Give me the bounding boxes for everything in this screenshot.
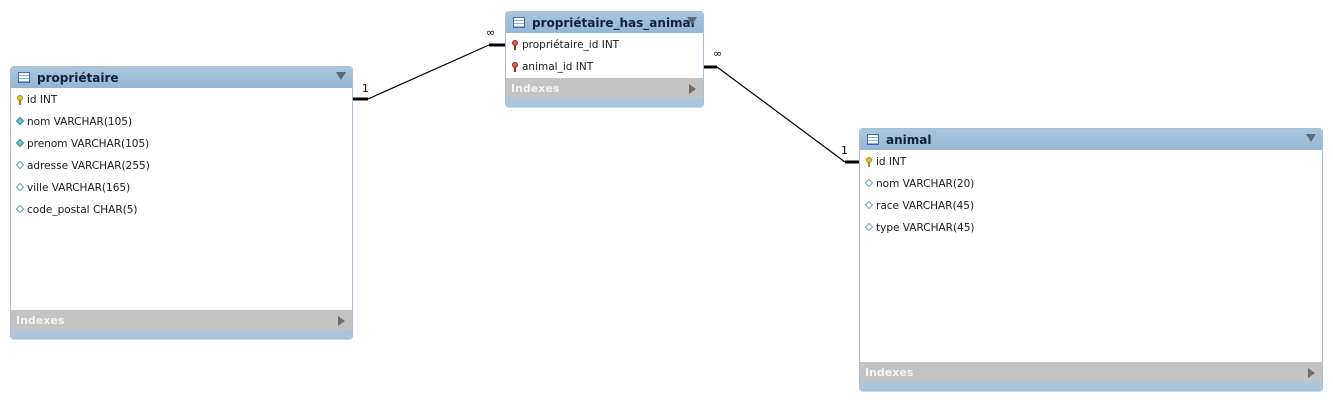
column-list: propriétaire_id INT animal_id INT [506,34,703,78]
table-animal[interactable]: animal id INT nom VARCHAR(20) race VARCH… [859,128,1323,391]
foreign-key-icon [510,61,520,73]
column-diamond-empty-icon [15,160,25,172]
column-diamond-filled-icon [15,138,25,150]
expand-arrow-icon[interactable] [1308,368,1315,378]
column-row[interactable]: propriétaire_id INT [506,34,703,56]
expand-arrow-icon[interactable] [689,84,696,94]
primary-key-icon [15,94,25,106]
expand-arrow-icon[interactable] [338,316,345,326]
column-list: id INT nom VARCHAR(20) race VARCHAR(45) … [860,151,1322,239]
column-diamond-empty-icon [864,200,874,212]
column-label: prenom VARCHAR(105) [27,138,150,150]
foreign-key-icon [510,39,520,51]
cardinality-one-proprietaire: 1 [362,82,369,95]
column-label: race VARCHAR(45) [876,200,975,212]
column-row[interactable]: nom VARCHAR(20) [860,173,1322,195]
table-footer [506,98,703,106]
table-title: propriétaire [37,70,119,85]
table-proprietaire[interactable]: propriétaire id INT nom VARCHAR(105) pre… [10,66,353,339]
column-label: id INT [27,94,58,106]
indexes-label: Indexes [511,82,560,95]
column-row[interactable]: id INT [860,151,1322,173]
column-row[interactable]: type VARCHAR(45) [860,217,1322,239]
table-header[interactable]: animal [860,129,1322,150]
collapse-arrow-icon[interactable] [336,72,346,80]
column-row[interactable]: race VARCHAR(45) [860,195,1322,217]
column-label: nom VARCHAR(20) [876,178,975,190]
column-diamond-empty-icon [15,204,25,216]
column-row[interactable]: nom VARCHAR(105) [11,111,352,133]
column-diamond-empty-icon [864,178,874,190]
column-label: ville VARCHAR(165) [27,182,131,194]
column-label: code_postal CHAR(5) [27,204,138,216]
collapse-arrow-icon[interactable] [687,17,697,25]
column-label: propriétaire_id INT [522,39,620,51]
primary-key-icon [864,156,874,168]
column-label: nom VARCHAR(105) [27,116,133,128]
table-proprietaire-has-animal[interactable]: propriétaire_has_animal propriétaire_id … [505,11,704,107]
table-title: animal [886,132,932,147]
table-footer [11,330,352,338]
indexes-label: Indexes [16,314,65,327]
indexes-bar[interactable]: Indexes [860,362,1322,383]
column-diamond-empty-icon [864,222,874,234]
table-header[interactable]: propriétaire [11,67,352,88]
column-label: animal_id INT [522,61,594,73]
indexes-bar[interactable]: Indexes [11,310,352,331]
column-label: adresse VARCHAR(255) [27,160,150,172]
collapse-arrow-icon[interactable] [1306,134,1316,142]
column-list: id INT nom VARCHAR(105) prenom VARCHAR(1… [11,89,352,221]
column-label: id INT [876,156,907,168]
column-row[interactable]: adresse VARCHAR(255) [11,155,352,177]
table-icon [867,134,879,145]
table-icon [18,72,30,83]
column-label: type VARCHAR(45) [876,222,975,234]
column-diamond-filled-icon [15,116,25,128]
table-footer [860,382,1322,390]
column-diamond-empty-icon [15,182,25,194]
column-row[interactable]: id INT [11,89,352,111]
indexes-bar[interactable]: Indexes [506,78,703,99]
connector-line-join-animal[interactable] [716,66,846,163]
column-row[interactable]: prenom VARCHAR(105) [11,133,352,155]
connector-line-proprietaire-join[interactable] [367,44,490,100]
column-row[interactable]: animal_id INT [506,56,703,78]
cardinality-many-join-left: ∞ [486,26,495,39]
cardinality-one-animal: 1 [841,144,848,157]
table-header[interactable]: propriétaire_has_animal [506,12,703,33]
table-title: propriétaire_has_animal [532,15,695,30]
column-row[interactable]: code_postal CHAR(5) [11,199,352,221]
indexes-label: Indexes [865,366,914,379]
cardinality-many-join-right: ∞ [713,47,722,60]
column-row[interactable]: ville VARCHAR(165) [11,177,352,199]
table-icon [513,17,525,28]
